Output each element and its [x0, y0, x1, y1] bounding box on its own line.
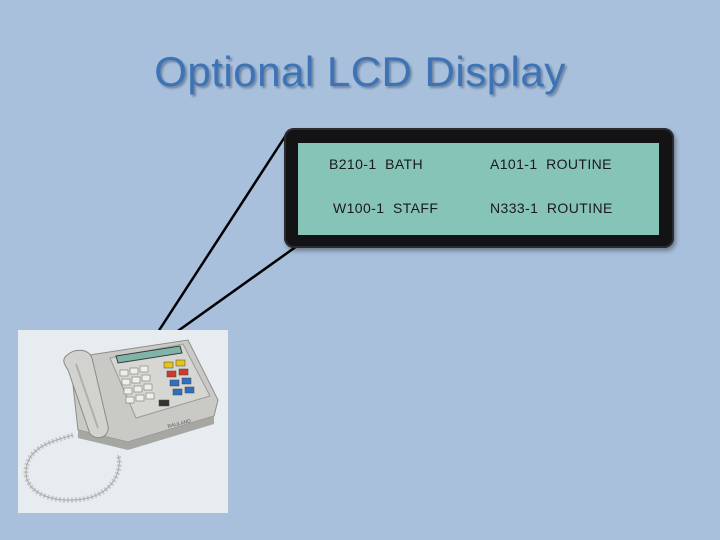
phone-photo: RAULAND — [18, 330, 228, 513]
phone-illustration: RAULAND — [23, 339, 219, 503]
slide-title: Optional LCD Display — [154, 48, 566, 95]
function-keys — [158, 359, 195, 407]
keypad — [119, 365, 155, 404]
lcd-screen — [298, 143, 659, 235]
phone-lcd — [115, 345, 183, 364]
lcd-row2-left: W100-1 STAFF — [333, 200, 439, 216]
lcd-row2-right: N333-1 ROUTINE — [490, 200, 613, 216]
lcd-row1-right: A101-1 ROUTINE — [490, 156, 612, 172]
callout-line-upper — [143, 131, 290, 353]
phone-brand-label: RAULAND — [167, 418, 192, 430]
lcd-row1-left: B210-1 BATH — [329, 156, 424, 172]
